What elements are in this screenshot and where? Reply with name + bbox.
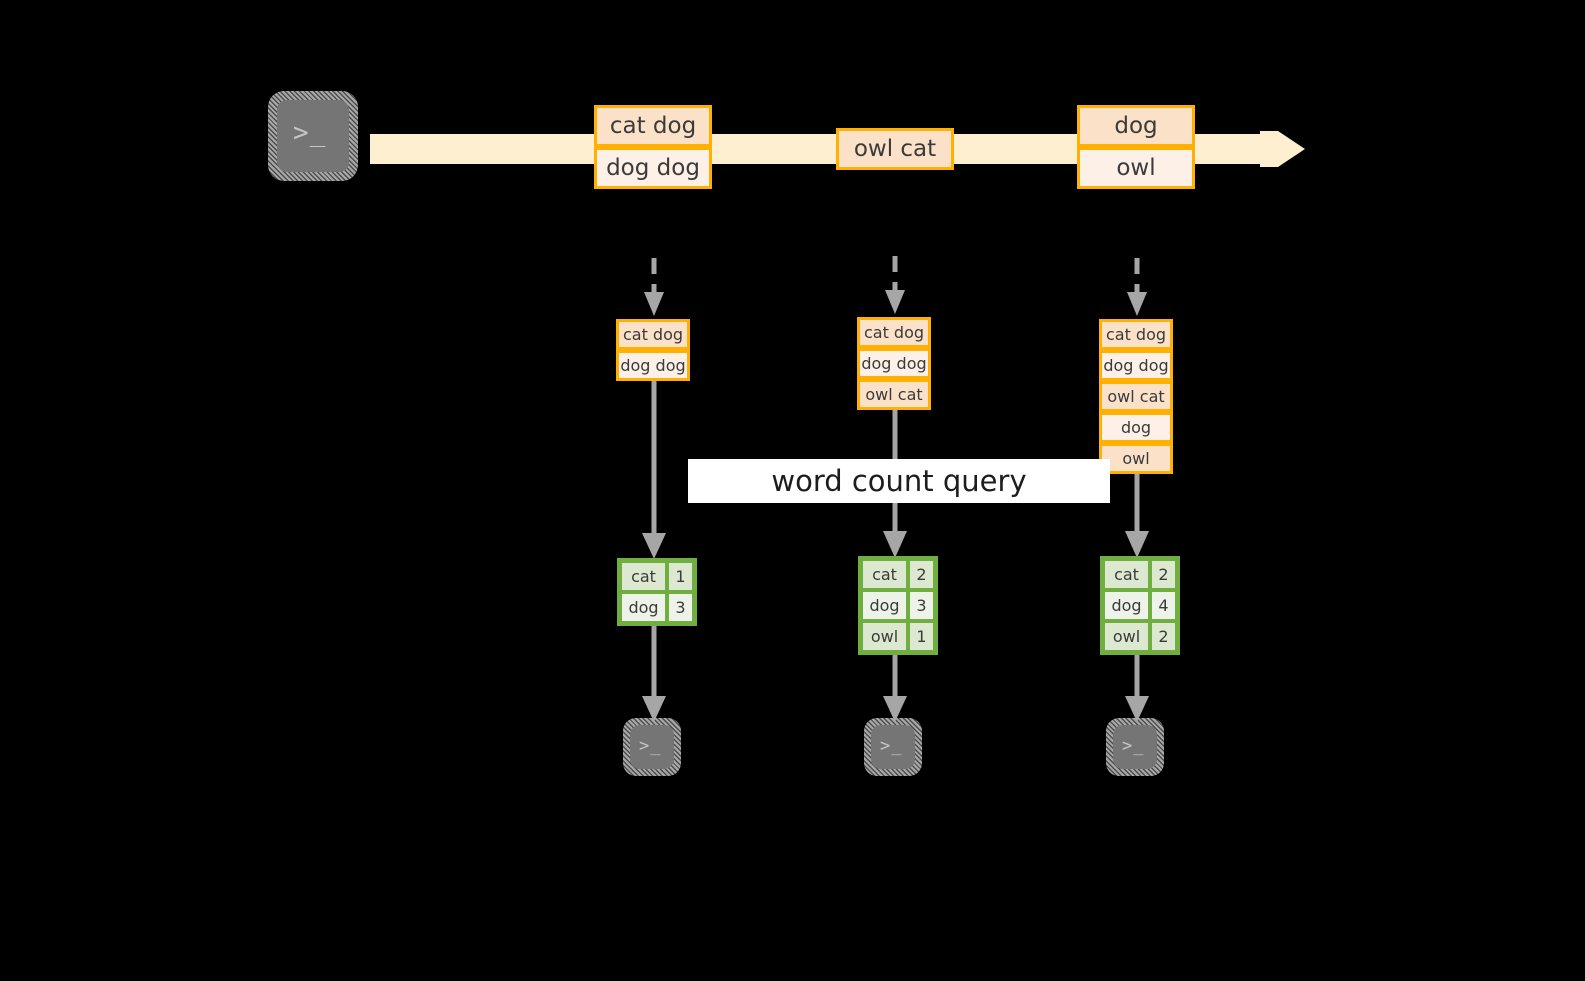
snapshot-1-result-table: cat 1 dog 3	[617, 558, 697, 626]
stream-record-3-line-2: owl	[1077, 147, 1195, 189]
result-count: 1	[667, 561, 694, 592]
result-count: 3	[667, 592, 694, 623]
result-word: dog	[861, 590, 908, 621]
table-row: dog 4	[1103, 590, 1177, 621]
result-count: 4	[1150, 590, 1177, 621]
stream-record-3-line-1: dog	[1077, 105, 1195, 147]
dashed-feed-arrow-1	[644, 258, 664, 316]
table-row: cat 1	[620, 561, 694, 592]
snapshot-2-input-row-2: dog dog	[857, 348, 931, 379]
snapshot-3-input-row-5: owl	[1099, 443, 1173, 474]
result-count: 2	[908, 559, 935, 590]
prompt-glyph: >_	[639, 736, 662, 756]
snapshot-1-input-row-1: cat dog	[616, 319, 690, 350]
result-word: dog	[1103, 590, 1150, 621]
dashed-feed-arrow-2	[885, 256, 905, 314]
result-count: 1	[908, 621, 935, 652]
terminal-body	[630, 725, 674, 769]
snapshot-1-input-row-2: dog dog	[616, 350, 690, 381]
result-count: 2	[1150, 621, 1177, 652]
result-count: 3	[908, 590, 935, 621]
stream-record-1-line-1: cat dog	[594, 105, 712, 147]
snapshot-2-input-row-1: cat dog	[857, 317, 931, 348]
result-word: cat	[1103, 559, 1150, 590]
table-row: owl 2	[1103, 621, 1177, 652]
result-word: owl	[1103, 621, 1150, 652]
snapshot-3-input-row-4: dog	[1099, 412, 1173, 443]
table-row: dog 3	[861, 590, 935, 621]
table-row: cat 2	[1103, 559, 1177, 590]
snapshot-2-result-table: cat 2 dog 3 owl 1	[858, 556, 938, 655]
terminal-body	[1113, 725, 1157, 769]
prompt-glyph: >_	[1122, 736, 1145, 756]
result-word: owl	[861, 621, 908, 652]
prompt-glyph: >_	[293, 118, 327, 148]
prompt-glyph: >_	[880, 736, 903, 756]
snapshot-2-input-row-3: owl cat	[857, 379, 931, 410]
result-word: dog	[620, 592, 667, 623]
snapshot-3-result-table: cat 2 dog 4 owl 2	[1100, 556, 1180, 655]
result-count: 2	[1150, 559, 1177, 590]
producer-terminal-icon: >_	[268, 91, 358, 181]
table-row: dog 3	[620, 592, 694, 623]
query-arrow-1	[642, 381, 666, 559]
terminal-body	[871, 725, 915, 769]
output-arrow-3	[1125, 650, 1149, 722]
consumer-terminal-icon-2: >_	[864, 718, 922, 776]
stream-record-1-line-2: dog dog	[594, 147, 712, 189]
consumer-terminal-icon-1: >_	[623, 718, 681, 776]
snapshot-3-input-row-2: dog dog	[1099, 350, 1173, 381]
table-row: cat 2	[861, 559, 935, 590]
consumer-terminal-icon-3: >_	[1106, 718, 1164, 776]
snapshot-3-input-row-3: owl cat	[1099, 381, 1173, 412]
query-label: word count query	[688, 459, 1110, 503]
output-arrow-2	[883, 650, 907, 722]
table-row: owl 1	[861, 621, 935, 652]
query-arrow-3	[1125, 474, 1149, 558]
terminal-body	[277, 100, 349, 172]
stream-record-2-line-1: owl cat	[836, 128, 954, 170]
output-arrow-1	[642, 620, 666, 722]
result-word: cat	[620, 561, 667, 592]
dashed-feed-arrow-3	[1127, 258, 1147, 316]
result-word: cat	[861, 559, 908, 590]
snapshot-3-input-row-1: cat dog	[1099, 319, 1173, 350]
